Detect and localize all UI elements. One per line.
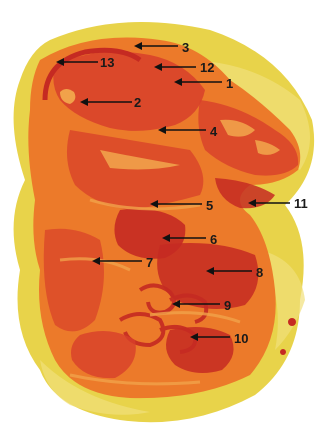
label-12: 12 (200, 60, 214, 75)
label-9: 9 (224, 298, 231, 313)
label-1: 1 (226, 76, 233, 91)
label-3: 3 (182, 40, 189, 55)
label-4: 4 (210, 124, 218, 139)
label-11: 11 (294, 196, 308, 211)
label-13: 13 (100, 55, 114, 70)
label-10: 10 (234, 331, 248, 346)
label-2: 2 (134, 95, 141, 110)
label-6: 6 (210, 232, 217, 247)
label-8: 8 (256, 265, 263, 280)
label-7: 7 (146, 255, 153, 270)
label-5: 5 (206, 198, 213, 213)
